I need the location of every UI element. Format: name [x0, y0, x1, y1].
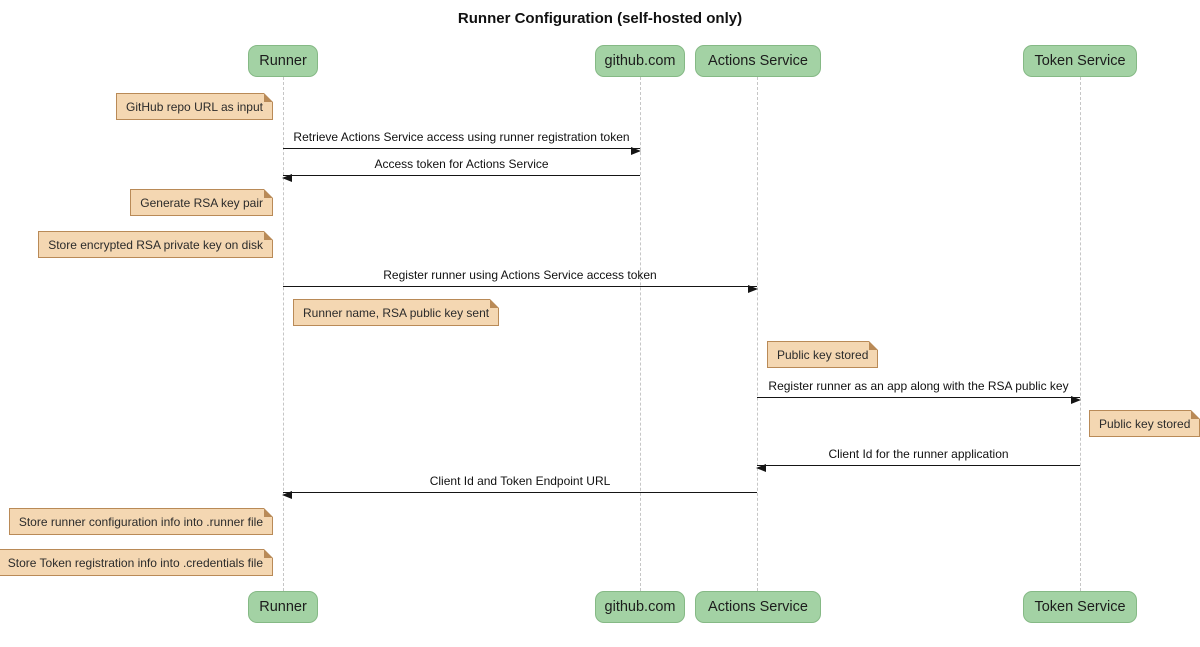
message-label: Register runner using Actions Service ac…	[383, 268, 657, 282]
arrowhead-left-icon	[756, 464, 766, 472]
note-store-runner-file: Store runner configuration info into .ru…	[8, 508, 274, 535]
note-runner-name-sent: Runner name, RSA public key sent	[293, 299, 500, 326]
lifeline-runner	[283, 77, 284, 591]
message-label: Client Id for the runner application	[828, 447, 1009, 461]
lifeline-github	[640, 77, 641, 591]
arrowhead-right-icon	[631, 147, 641, 155]
message-line	[757, 396, 1081, 404]
arrowhead-right-icon	[748, 285, 758, 293]
note-public-key-stored-ts: Public key stored	[1089, 410, 1200, 437]
participant-github-top: github.com	[595, 45, 685, 77]
participant-token-service-top: Token Service	[1023, 45, 1137, 77]
message-client-id-endpoint: Client Id and Token Endpoint URL	[282, 474, 757, 499]
lifeline-token-service	[1080, 77, 1081, 591]
participant-actions-service-bottom: Actions Service	[695, 591, 821, 623]
participant-runner-top: Runner	[248, 45, 318, 77]
message-line	[283, 147, 641, 155]
note-github-repo-url: GitHub repo URL as input	[116, 93, 273, 120]
message-line	[282, 491, 757, 499]
message-register-runner: Register runner using Actions Service ac…	[283, 268, 758, 293]
participant-token-service-bottom: Token Service	[1023, 591, 1137, 623]
note-store-private-key: Store encrypted RSA private key on disk	[38, 231, 273, 258]
message-label: Client Id and Token Endpoint URL	[429, 474, 611, 488]
note-store-credentials: Store Token registration info into .cred…	[0, 549, 274, 576]
arrowhead-left-icon	[282, 491, 292, 499]
message-client-id: Client Id for the runner application	[756, 447, 1080, 472]
participant-github-bottom: github.com	[595, 591, 685, 623]
note-public-key-stored-as: Public key stored	[767, 341, 879, 368]
participant-actions-service-top: Actions Service	[695, 45, 821, 77]
message-line	[283, 285, 758, 293]
message-register-app: Register runner as an app along with the…	[757, 379, 1081, 404]
diagram-title: Runner Configuration (self-hosted only)	[457, 10, 743, 27]
message-label: Access token for Actions Service	[374, 157, 549, 171]
message-line	[756, 464, 1080, 472]
arrowhead-right-icon	[1071, 396, 1081, 404]
note-generate-rsa: Generate RSA key pair	[130, 189, 273, 216]
message-access-token: Access token for Actions Service	[282, 157, 640, 182]
message-label: Retrieve Actions Service access using ru…	[293, 130, 630, 144]
message-retrieve-actions-access: Retrieve Actions Service access using ru…	[283, 130, 641, 155]
message-line	[282, 174, 640, 182]
lifeline-actions-service	[757, 77, 758, 591]
message-label: Register runner as an app along with the…	[768, 379, 1069, 393]
arrowhead-left-icon	[282, 174, 292, 182]
participant-runner-bottom: Runner	[248, 591, 318, 623]
